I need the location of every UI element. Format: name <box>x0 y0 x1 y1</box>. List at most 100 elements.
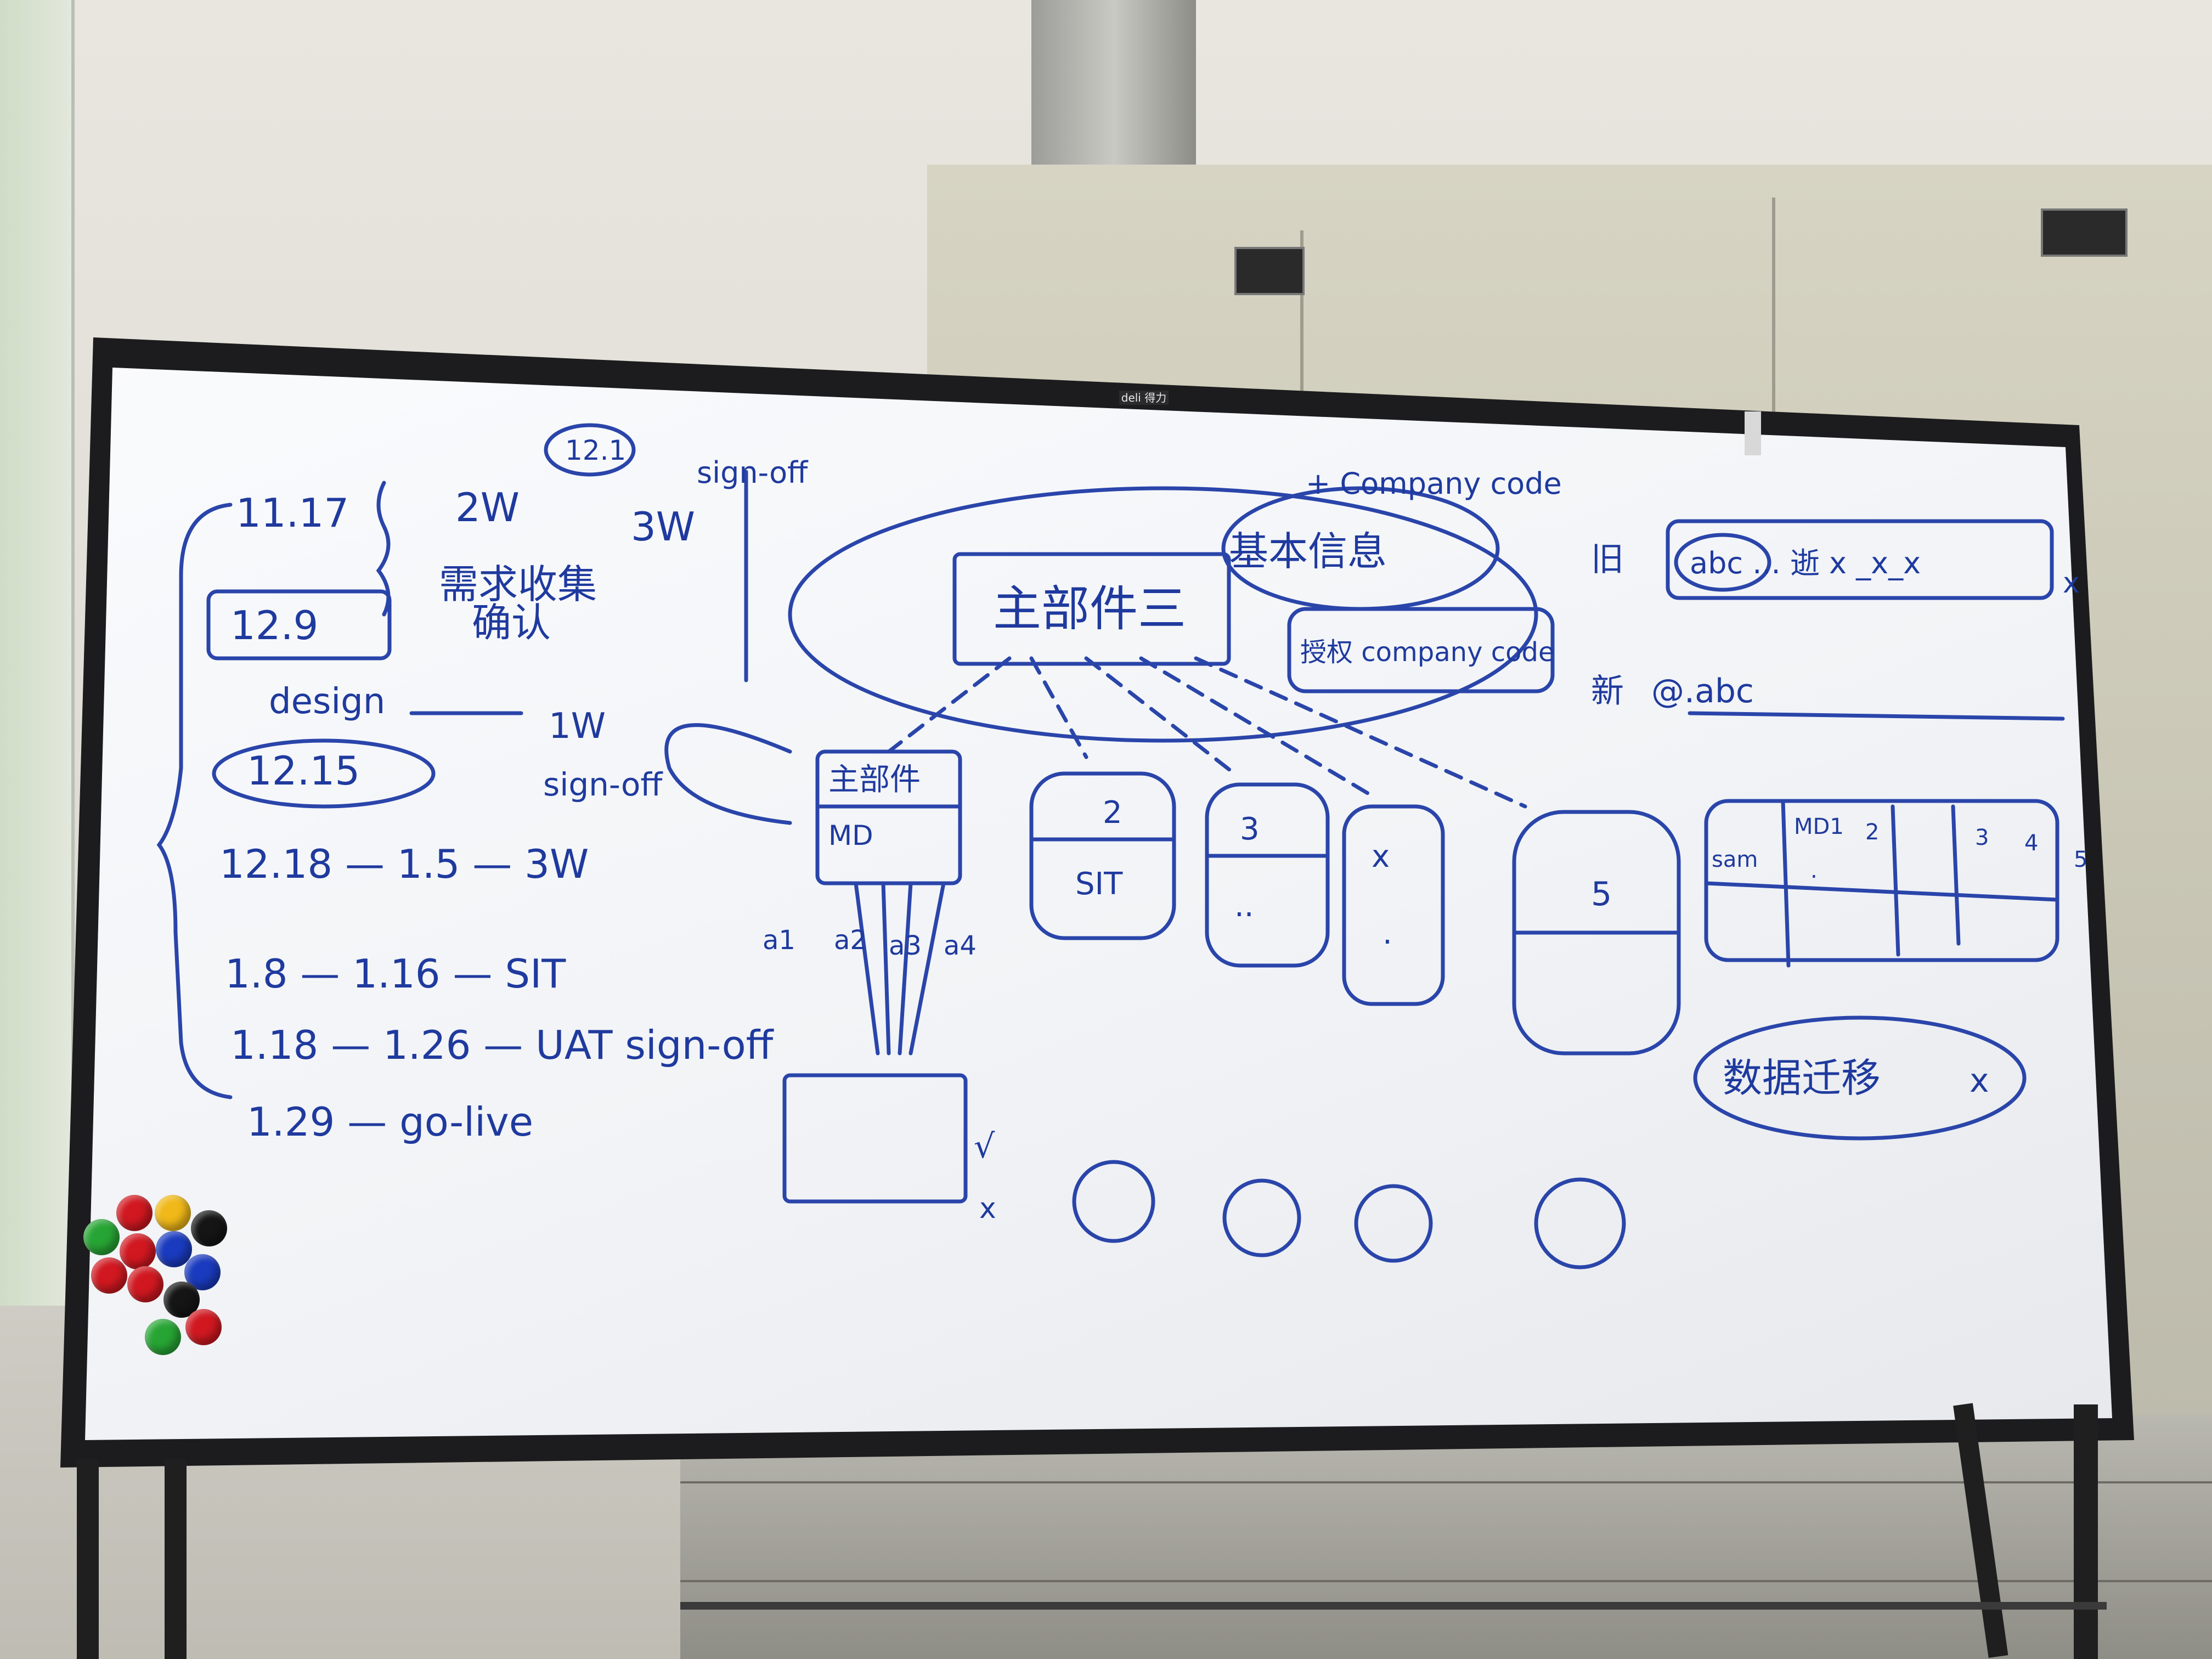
branch-line <box>1194 656 1527 809</box>
cabinet-label <box>2041 208 2128 257</box>
branch-line <box>1139 656 1374 798</box>
c-circle <box>1354 1184 1433 1263</box>
table-col-divider <box>1951 804 1961 946</box>
card-3-sub: .. <box>1234 888 1254 924</box>
floor <box>680 1415 2212 1659</box>
magnet-yellow[interactable] <box>155 1195 191 1231</box>
card-x <box>1342 804 1445 1006</box>
stand-leg-right <box>2074 1404 2098 1659</box>
design-label: design <box>269 681 385 722</box>
branch-a3: a3 <box>889 930 922 961</box>
c-circle <box>1072 1160 1155 1243</box>
field-table <box>1704 799 2059 962</box>
ceiling-duct <box>1031 0 1196 187</box>
old-mark: x <box>2063 567 2080 600</box>
auth-box <box>1287 607 1555 693</box>
branch-a4: a4 <box>944 930 977 961</box>
card-x-sub: . <box>1383 916 1392 951</box>
table-header-2: 2 <box>1865 820 1879 845</box>
old-row: abc ... 逝 x _x_x <box>1690 546 1921 580</box>
row-golive: 1.29 — go-live <box>247 1099 533 1145</box>
main-card-sub: MD <box>828 820 873 851</box>
table-row-divider <box>1704 881 2059 902</box>
check-mark: √ <box>974 1127 995 1166</box>
card-x-title: x <box>1372 839 1390 874</box>
glass-partition <box>0 0 75 1306</box>
row-uat: 1.18 — 1.26 — UAT sign-off <box>230 1022 774 1068</box>
company-code: + Company code <box>1306 466 1562 501</box>
new-underline <box>1688 711 2065 721</box>
branch-line <box>887 656 1012 754</box>
main-box-label: 主部件三 <box>993 580 1186 637</box>
branch-line <box>1084 656 1237 776</box>
marker-clip <box>1745 411 1761 455</box>
result-box <box>782 1073 968 1204</box>
basic-info: 基本信息 <box>1229 528 1387 574</box>
row-build: 12.18 — 1.5 — 3W <box>219 841 589 887</box>
main-card-title: 主部件 <box>828 762 921 798</box>
a-line <box>881 881 891 1056</box>
stand-crossbar <box>680 1602 2107 1610</box>
card-3-title: 3 <box>1240 811 1260 847</box>
design-duration: 1W <box>549 706 606 747</box>
magnet-red[interactable] <box>120 1233 156 1269</box>
magnet-red[interactable] <box>91 1257 127 1294</box>
a-line <box>909 881 946 1056</box>
brand-logo: deli 得力 <box>1119 391 1169 405</box>
branch-line <box>1029 656 1088 759</box>
magnet-black[interactable] <box>191 1210 227 1246</box>
migration-label: 数据迁移 <box>1723 1055 1881 1101</box>
card-3 <box>1205 782 1330 968</box>
row-sit: 1.8 — 1.16 — SIT <box>225 951 566 997</box>
table-col-divider <box>1781 799 1791 968</box>
migration-mark: x <box>1970 1062 1989 1100</box>
floor-seam <box>680 1580 2212 1582</box>
card-2-title: 2 <box>1103 795 1122 831</box>
card-2 <box>1029 771 1176 940</box>
new-label: 新 <box>1591 672 1624 710</box>
magnet-green[interactable] <box>145 1319 181 1355</box>
scope-ellipse <box>788 486 1538 743</box>
table-header-3: 3 <box>1975 825 1989 850</box>
table-cell: . <box>1810 858 1818 883</box>
abc-circle <box>1674 533 1771 592</box>
timeline-brace <box>156 503 233 1099</box>
cross-mark: x <box>979 1192 996 1225</box>
old-label: 旧 <box>1591 540 1624 579</box>
cabinet-label <box>1234 247 1305 295</box>
branch-a2: a2 <box>834 925 867 956</box>
review-date: 12.1 <box>565 435 626 466</box>
loop-arrow <box>664 723 792 825</box>
magnet-red[interactable] <box>185 1309 222 1345</box>
confirm-text: 确认 <box>472 600 551 646</box>
date-circle <box>212 738 436 809</box>
stand-leg-left-2 <box>165 1459 187 1659</box>
sign-off-top: sign-off <box>697 455 809 490</box>
migration-ellipse <box>1693 1015 2027 1141</box>
stand-leg-left <box>77 1459 99 1659</box>
whiteboard-surface <box>85 368 2112 1440</box>
stand-leg-right-2 <box>1953 1403 2008 1658</box>
magnet-green[interactable] <box>83 1219 120 1255</box>
table-col-divider <box>1891 804 1900 957</box>
magnet-red[interactable] <box>127 1266 163 1302</box>
date-12-15: 12.15 <box>247 748 360 794</box>
old-row-box <box>1666 519 2054 600</box>
date-box <box>206 589 392 661</box>
a-line <box>898 881 913 1056</box>
date-start: 11.17 <box>236 490 349 536</box>
sign-off-mid: sign-off <box>543 766 663 803</box>
magnet-red[interactable] <box>116 1195 153 1231</box>
c-circle <box>1222 1178 1301 1257</box>
card-2-sub: SIT <box>1075 866 1123 902</box>
new-value: @.abc <box>1651 672 1754 710</box>
floor-seam <box>680 1481 2212 1483</box>
magnet-blue[interactable] <box>156 1231 192 1267</box>
table-header-md1: MD1 <box>1794 814 1844 839</box>
review-circle <box>544 423 636 477</box>
branch-a1: a1 <box>763 925 795 956</box>
auth-label: 授权 company code <box>1300 637 1555 668</box>
table-header-4: 4 <box>2024 831 2038 856</box>
